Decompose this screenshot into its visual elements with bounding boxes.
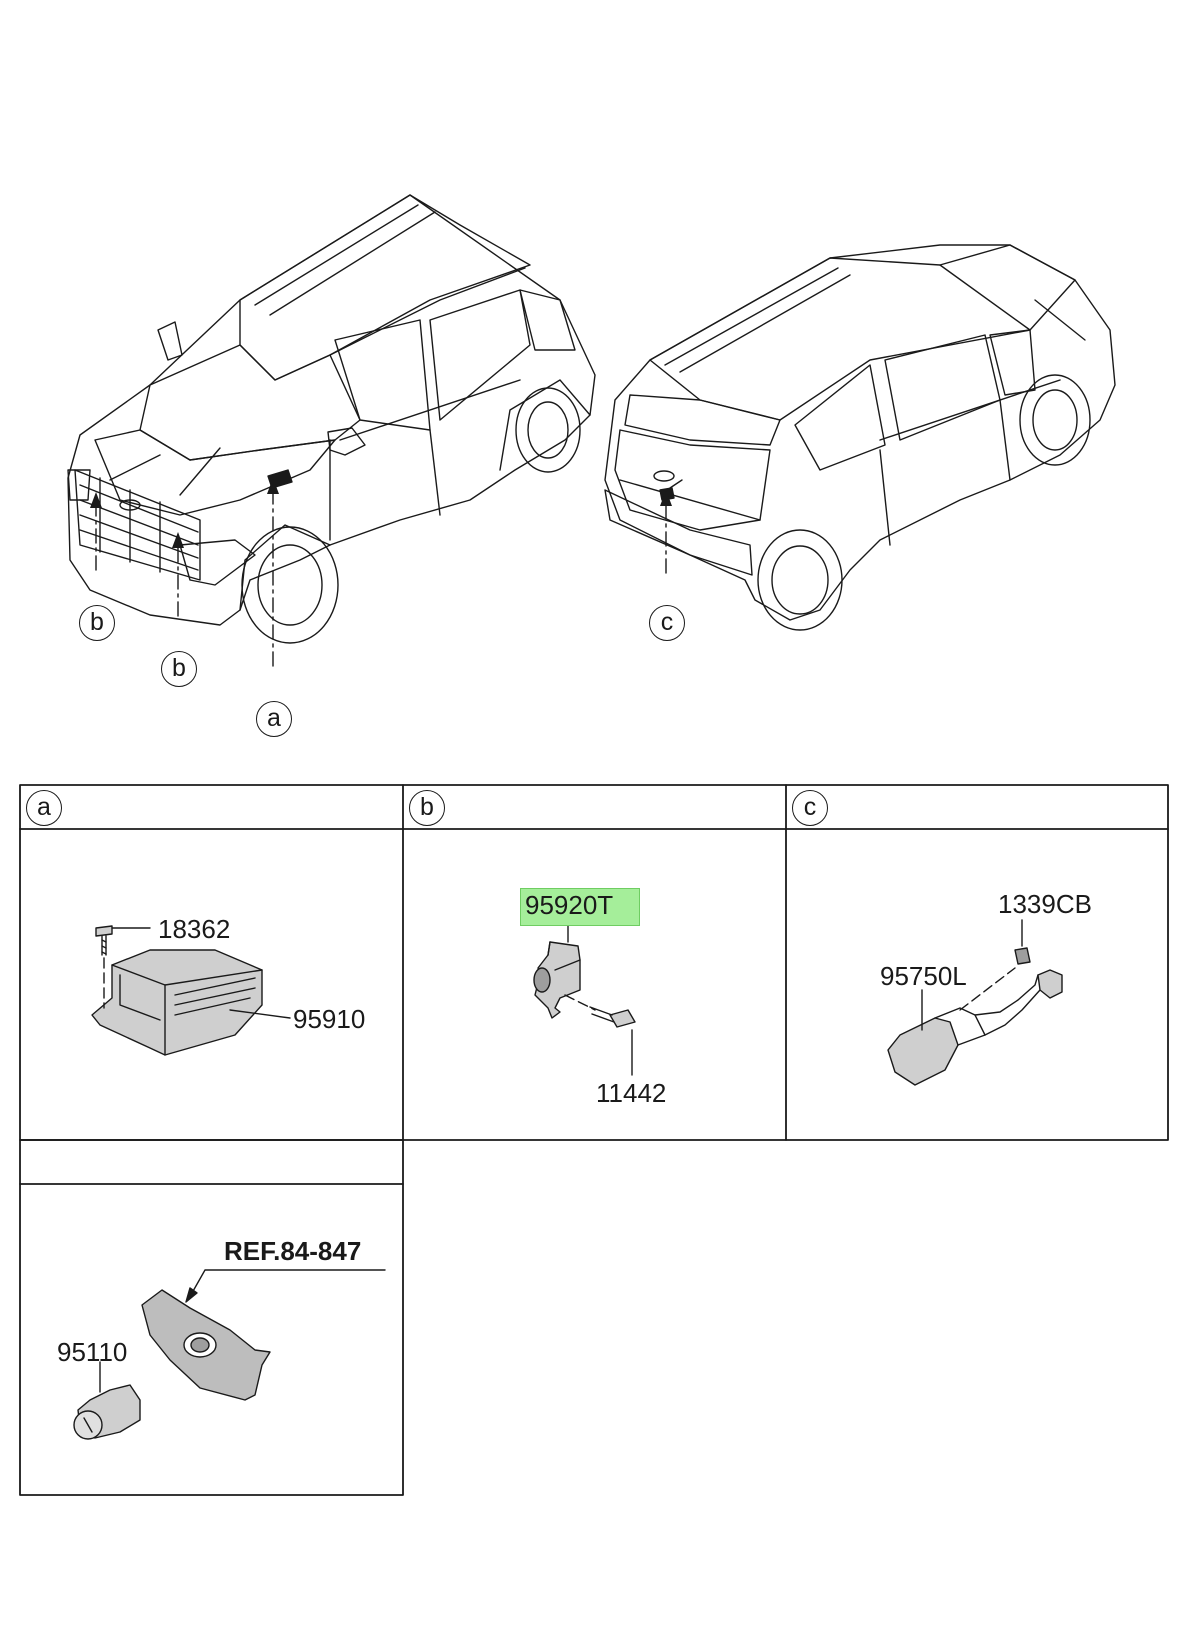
part-95750L-label[interactable]: 95750L: [880, 961, 967, 991]
callout-a-front[interactable]: a: [256, 701, 292, 737]
callout-leaders: [95, 489, 667, 667]
sensor-illustration: [533, 924, 636, 1076]
callout-b-front-right[interactable]: b: [161, 651, 197, 687]
part-95110-label[interactable]: 95110: [57, 1337, 128, 1367]
part-95920T-label[interactable]: 95920T: [525, 890, 614, 920]
rear-car-illustration: [604, 244, 1116, 631]
callout-b-front-left[interactable]: b: [79, 605, 115, 641]
front-car-illustration: [67, 194, 596, 644]
section-b-header: b: [409, 790, 445, 826]
trunk-switch-illustration: [73, 1269, 386, 1440]
part-18362-label[interactable]: 18362: [158, 914, 231, 944]
parts-table: [19, 784, 1169, 1496]
part-1339CB-label[interactable]: 1339CB: [998, 889, 1092, 919]
part-95920T-highlight: [520, 888, 640, 926]
section-c-header: c: [792, 790, 828, 826]
callout-c-rear[interactable]: c: [649, 605, 685, 641]
rear-camera-illustration: [887, 919, 1063, 1086]
part-11442-label[interactable]: 11442: [596, 1078, 667, 1108]
part-95910-label[interactable]: 95910: [293, 1004, 366, 1034]
ref-84-847-label[interactable]: REF.84-847: [224, 1236, 362, 1266]
acu-module-illustration: [91, 925, 291, 1056]
section-a-header: a: [26, 790, 62, 826]
